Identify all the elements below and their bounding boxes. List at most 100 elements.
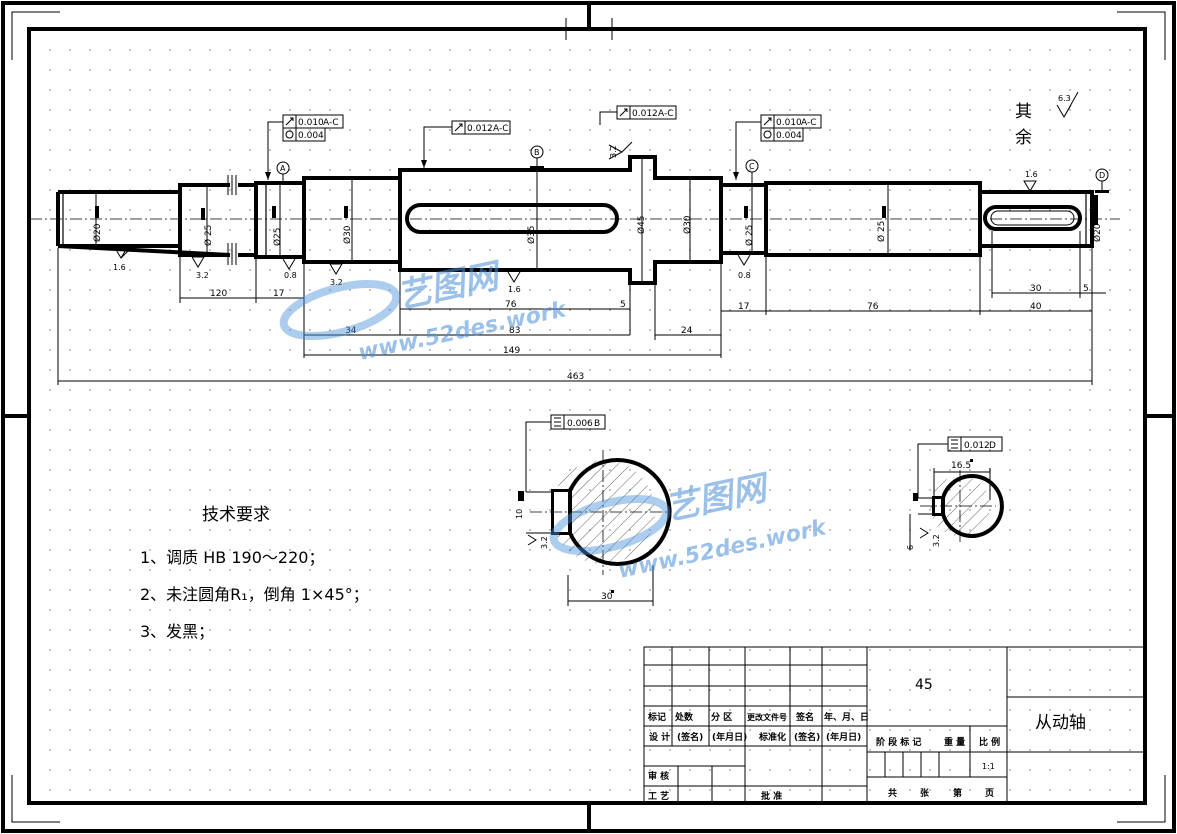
label-page: 页 — [985, 788, 994, 799]
roughness-r8: 1.6 — [1025, 170, 1038, 179]
diameter-d3: Ø25 — [272, 227, 283, 246]
tol-a2-runout: 0.012 — [467, 124, 493, 134]
tol-a2-datum: A-C — [493, 124, 509, 134]
datum-symbols: A B C D — [276, 145, 1109, 193]
tech-title: 技术要求 — [202, 505, 270, 525]
diameter-d9: Ø 25 — [876, 221, 887, 242]
label-design: 设 计 — [649, 731, 670, 743]
centering-marks — [3, 3, 1174, 831]
section2-roughness: 3.2 — [932, 534, 941, 547]
label-design-date: (年月日) — [712, 731, 747, 743]
roughness-r1: 1.6 — [113, 263, 126, 272]
part-name: 从动轴 — [1035, 713, 1086, 733]
label-scale: 比 例 — [979, 736, 1000, 748]
tol-a1-cyl: 0.004 — [298, 131, 324, 141]
diameter-labels: Ø20 Ø 25 Ø25 Ø30 Ø35 Ø45 Ø30 Ø 25 Ø 25 Ø… — [92, 157, 1103, 283]
section-view-2: 0.012 D 16.5 6 3.2 — [906, 436, 1004, 550]
tolerance-frames: 0.010 A-C 0.004 0.012 A-C 0.012 A-C 0.01… — [265, 105, 822, 180]
label-total: 共 — [888, 787, 897, 799]
tech-item-1: 1、调质 HB 190～220； — [140, 548, 324, 567]
label-review: 审 核 — [648, 770, 669, 782]
label-mark: 标记 — [647, 711, 666, 723]
label-no: 第 — [953, 787, 962, 799]
material: 45 — [915, 677, 933, 693]
diameter-d1: Ø20 — [92, 223, 103, 242]
label-sign: 签名 — [795, 711, 814, 723]
section1-dim-10: 10 — [515, 509, 524, 519]
label-weight: 重 量 — [944, 736, 965, 748]
section2-dim-165: 16.5 — [951, 461, 971, 471]
label-change-doc: 更改文件号 — [747, 712, 787, 722]
roughness-r5: 1.6 — [508, 285, 521, 294]
roughness-other-value: 6.3 — [1058, 94, 1071, 103]
label-approve: 批 准 — [761, 790, 782, 802]
datum-b: B — [534, 148, 540, 157]
scale-value: 1:1 — [982, 762, 995, 771]
label-date: 年、月、日 — [824, 711, 869, 723]
datum-d: D — [1099, 171, 1105, 180]
section2-tol-datum: D — [989, 441, 996, 451]
dim-17b: 17 — [738, 302, 749, 312]
roughness-r4: 3.2 — [330, 278, 343, 287]
keyway-1 — [405, 203, 619, 234]
tech-item-3: 3、发黑； — [140, 622, 214, 641]
section1-tol-value: 0.006 — [567, 419, 593, 429]
tol-a3-datum: A-C — [658, 109, 674, 119]
roughness-r3: 0.8 — [284, 271, 297, 280]
label-process: 工 艺 — [648, 790, 669, 802]
dim-83: 83 — [509, 326, 520, 336]
roughness-r7: 0.8 — [738, 271, 751, 280]
label-standard-sign: (签名) — [794, 731, 820, 743]
title-block: 45 从动轴 1:1 标记 处数 分 区 更改文件号 签名 年、月、日 设 计 … — [643, 646, 1145, 803]
label-standard-date: (年月日) — [826, 731, 861, 743]
tech-item-2: 2、未注圆角R₁，倒角 1×45°； — [140, 585, 369, 604]
keyway-2 — [983, 205, 1082, 231]
technical-requirements: 技术要求 1、调质 HB 190～220； 2、未注圆角R₁，倒角 1×45°；… — [140, 505, 369, 641]
label-count: 处数 — [674, 711, 694, 723]
section2-tol-value: 0.012 — [964, 441, 990, 451]
roughness-marks: 1.6 3.2 0.8 3.2 1.6 3.2 0.8 1.6 6.3 其 余 — [113, 91, 1079, 294]
grid-dots — [30, 30, 1145, 803]
dim-34: 34 — [345, 326, 357, 336]
diameter-d7: Ø30 — [682, 215, 693, 234]
label-stage: 阶 段 标 记 — [876, 736, 921, 748]
section1-tol-datum: B — [594, 419, 600, 429]
tol-a3-runout: 0.012 — [632, 109, 658, 119]
other-text-2: 余 — [1015, 128, 1032, 148]
dim-40: 40 — [1030, 302, 1042, 312]
tol-a4-cyl: 0.004 — [776, 131, 802, 141]
label-design-sign: (签名) — [677, 731, 703, 743]
dim-149: 149 — [503, 346, 520, 356]
diameter-d2: Ø 25 — [203, 225, 214, 246]
dim-24: 24 — [681, 326, 693, 336]
other-text-1: 其 — [1015, 102, 1032, 122]
section1-roughness: 3.2 — [540, 536, 549, 549]
diameter-d4: Ø30 — [342, 225, 353, 244]
diameter-d5: Ø35 — [526, 225, 537, 244]
label-standard: 标准化 — [758, 731, 786, 743]
label-sheets: 张 — [920, 787, 930, 799]
tol-a1-runout: 0.010 — [298, 118, 324, 128]
section-view-1: 0.006 B 10 3.2 30 — [515, 414, 672, 606]
tol-a4-runout: 0.010 — [776, 118, 802, 128]
datum-a: A — [280, 164, 286, 173]
dim-120: 120 — [210, 289, 227, 299]
corner-marks — [11, 11, 1166, 823]
diameter-d8: Ø 25 — [744, 225, 755, 246]
datum-c: C — [749, 162, 755, 171]
dimension-lines — [57, 231, 1106, 385]
diameter-d10: Ø20 — [1092, 223, 1103, 242]
label-zone: 分 区 — [711, 711, 732, 723]
roughness-r6: 3.2 — [609, 145, 618, 158]
roughness-r2: 3.2 — [196, 271, 209, 280]
dim-76a: 76 — [505, 300, 517, 310]
tol-a1-datum: A-C — [323, 118, 339, 128]
tol-a4-datum: A-C — [801, 118, 817, 128]
dimension-values: 120 17 76 5 34 83 24 149 463 17 76 30 5 … — [210, 284, 1089, 382]
dim-76b: 76 — [867, 302, 879, 312]
diameter-d6: Ø45 — [636, 215, 647, 234]
section1-dim-30: 30 — [601, 592, 613, 602]
dim-5a: 5 — [620, 300, 626, 310]
dim-5b: 5 — [1083, 284, 1089, 294]
